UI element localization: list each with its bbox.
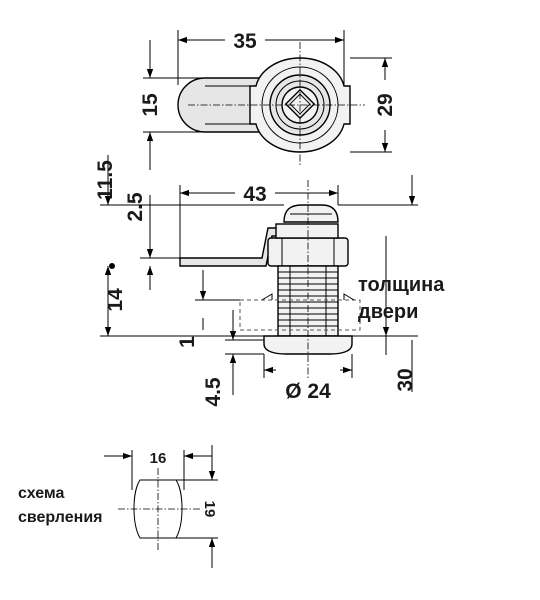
door-panel xyxy=(239,299,361,331)
dim-35: 35 xyxy=(233,30,257,53)
dim-14: 14 xyxy=(104,288,127,312)
dim-2-5: 2.5 xyxy=(124,192,147,222)
key-square xyxy=(284,88,316,120)
dim-1: 1 xyxy=(176,336,199,348)
dim-11-5: 11.5 xyxy=(94,160,117,200)
label-door-thickness-1: толщина xyxy=(358,274,445,296)
dim-15: 15 xyxy=(139,93,162,117)
label-door-thickness-2: двери xyxy=(358,301,418,323)
dim-16: 16 xyxy=(150,450,167,467)
label-drilling-2: сверления xyxy=(18,509,102,526)
label-drilling-1: схема xyxy=(18,485,65,502)
dim-29: 29 xyxy=(374,93,397,116)
top-view: 35 15 29 xyxy=(139,30,397,170)
drilling-diagram: 16 19 схема сверления xyxy=(18,445,218,568)
dim-diameter-24: Ø 24 xyxy=(285,380,331,403)
dim-43: 43 xyxy=(243,183,266,206)
dim-19: 19 xyxy=(201,501,218,518)
dim-4-5: 4.5 xyxy=(202,377,225,407)
tongue-side xyxy=(179,227,281,267)
side-view: 43 11.5 2.5 14 1 4.5 Ø 24 xyxy=(94,155,445,407)
dim-30: 30 xyxy=(394,368,417,391)
